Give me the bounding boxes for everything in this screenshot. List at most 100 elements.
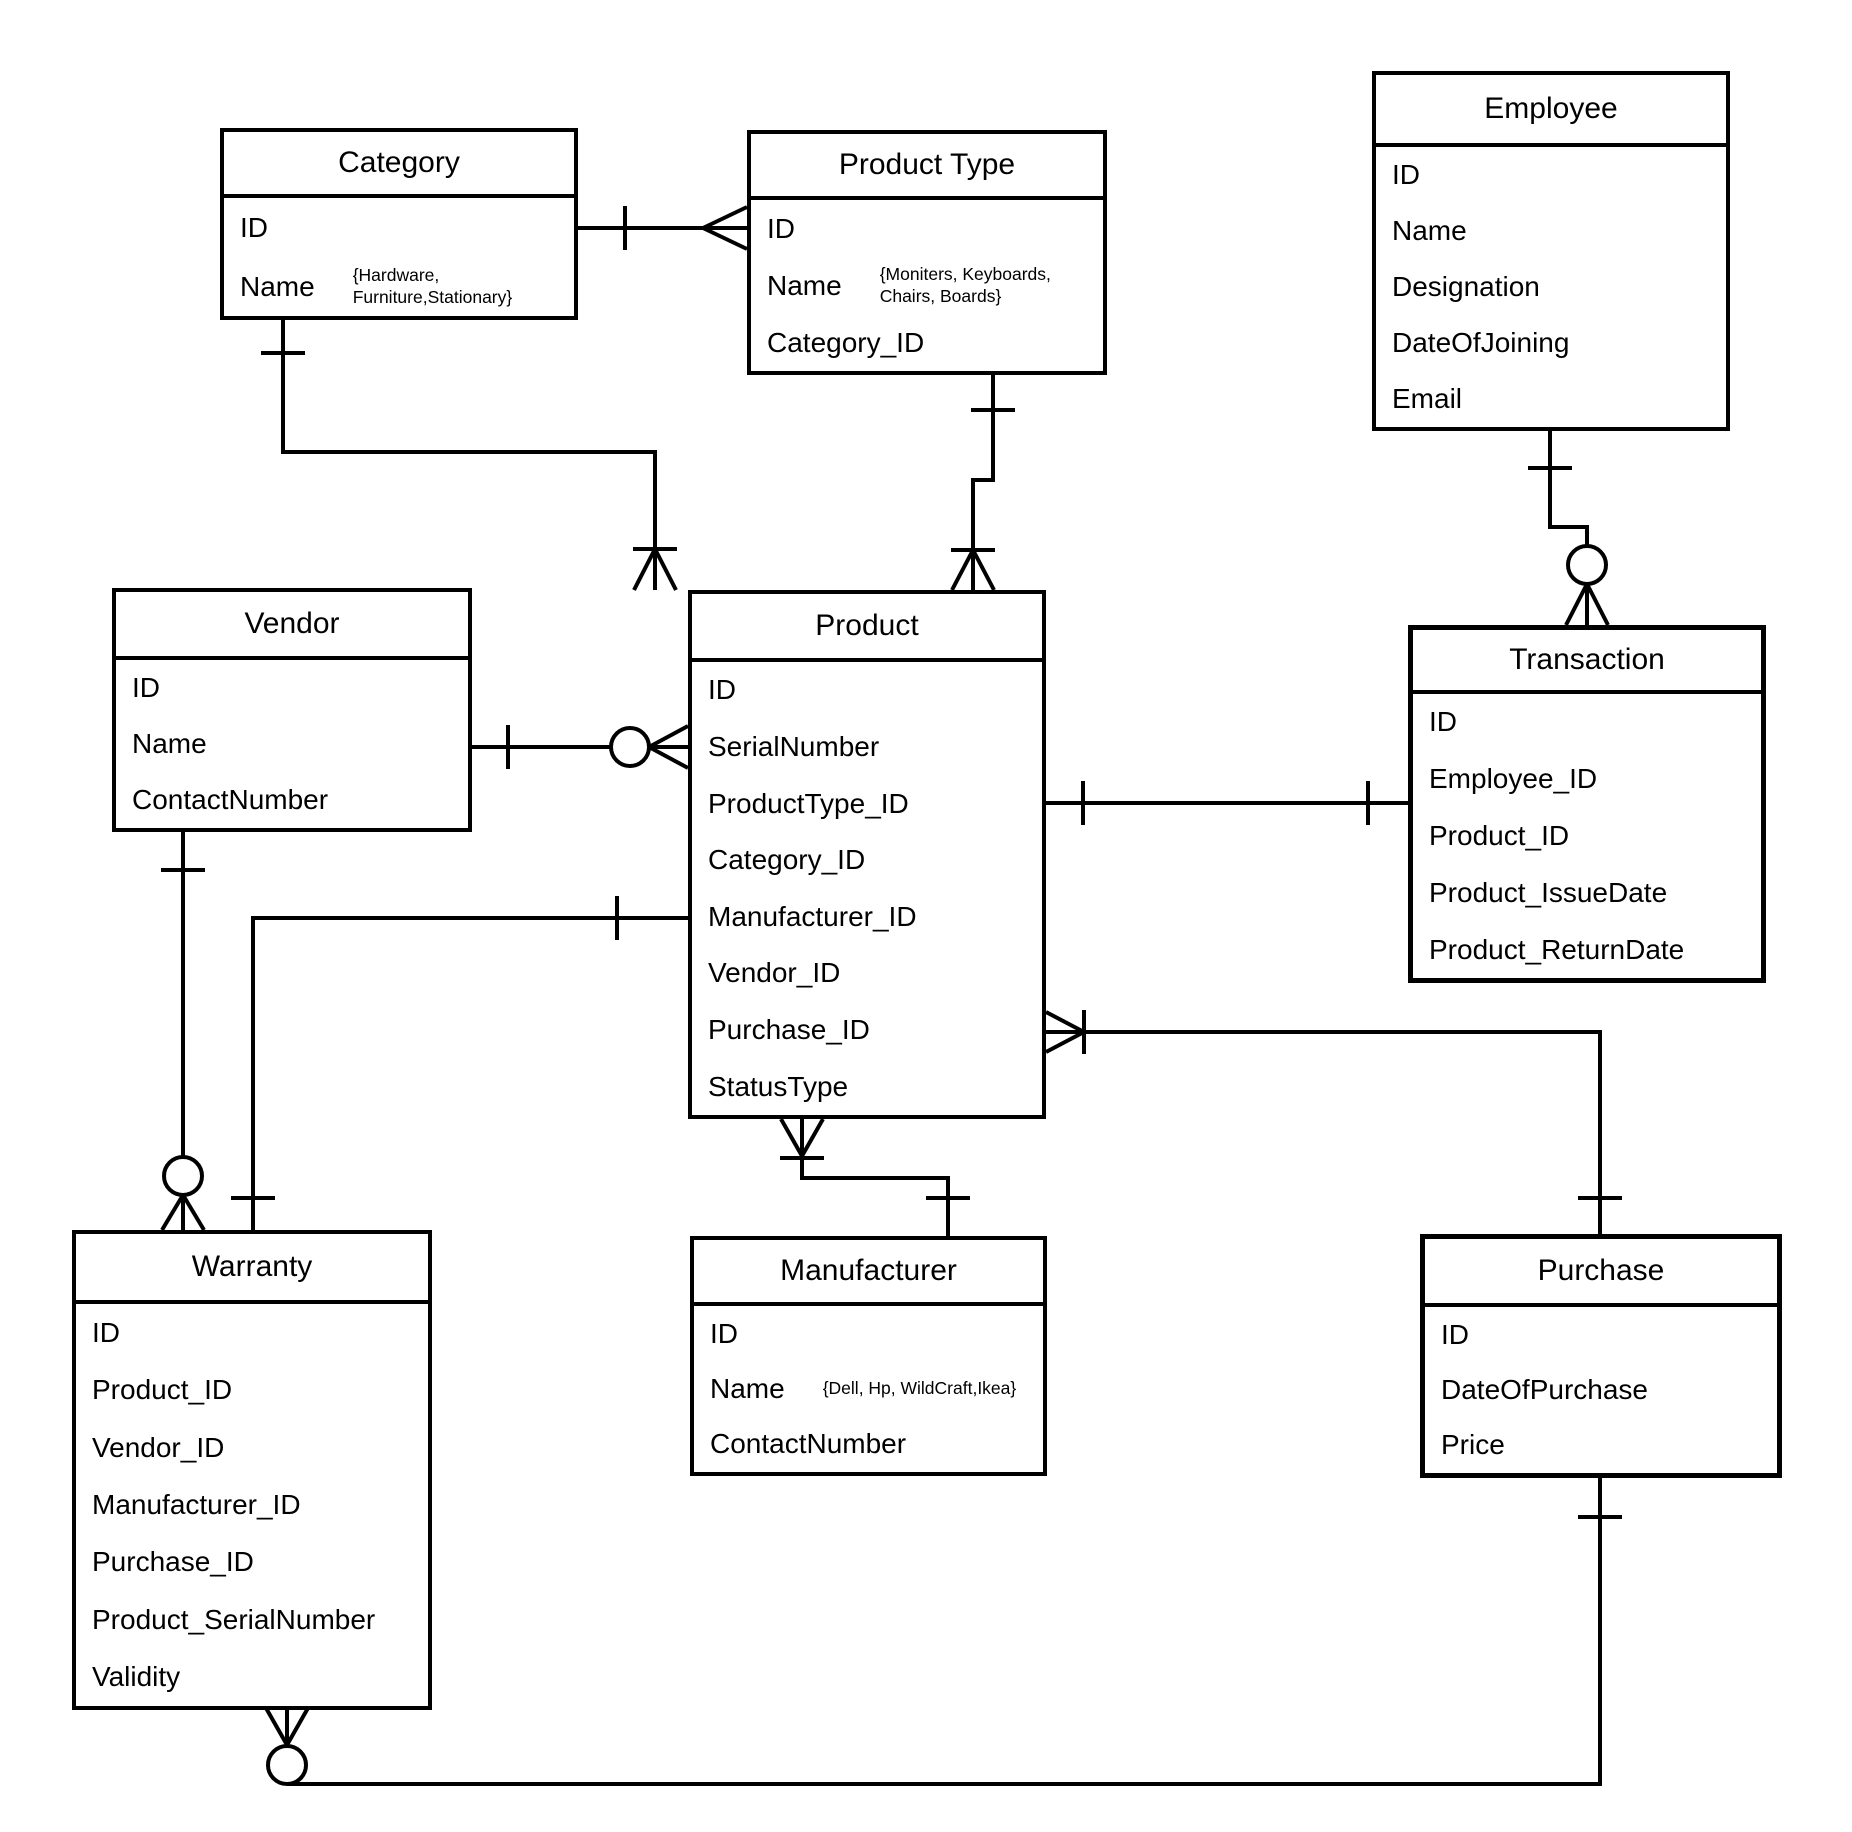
crow-foot-icon <box>632 548 657 591</box>
attribute-name: Price <box>1441 1429 1505 1461</box>
entity-attribute: Price <box>1425 1418 1777 1473</box>
entity-box-purchase: Purchase ID DateOfPurchase Price <box>1420 1234 1782 1478</box>
zero-circle-icon <box>1566 544 1608 586</box>
entity-attribute: DateOfJoining <box>1376 315 1726 371</box>
entity-box-vendor: Vendor ID Name ContactNumber <box>112 588 472 832</box>
entity-attribute-list: ID SerialNumber ProductType_ID Category_… <box>692 662 1042 1115</box>
entity-box-product-type: Product Type ID Name {Moniters, Keyboard… <box>747 130 1107 375</box>
entity-attribute: ID <box>692 662 1042 719</box>
entity-attribute: Name <box>1376 203 1726 259</box>
connector-employee-transaction <box>1528 431 1610 626</box>
attribute-note: {Moniters, Keyboards, Chairs, Boards} <box>879 263 1051 306</box>
entity-attribute: ID <box>76 1304 428 1361</box>
entity-attribute: Product_ID <box>76 1361 428 1418</box>
attribute-name: ID <box>708 674 736 706</box>
entity-attribute: ID <box>694 1306 1043 1361</box>
entity-attribute: Employee_ID <box>1413 751 1761 808</box>
connector-product-type-product <box>950 375 1015 591</box>
attribute-name: SerialNumber <box>708 730 880 762</box>
attribute-name: ID <box>132 672 160 703</box>
connector-product-purchase <box>1045 1010 1622 1234</box>
entity-box-warranty: Warranty ID Product_ID Vendor_ID Manufac… <box>72 1230 432 1710</box>
attribute-name: DateOfPurchase <box>1441 1373 1648 1405</box>
crow-foot-icon <box>1585 583 1610 626</box>
attribute-name: Designation <box>1392 271 1540 302</box>
crow-foot-icon <box>264 1707 289 1746</box>
crow-foot-icon <box>653 548 678 591</box>
crow-foot-icon <box>1045 1030 1085 1054</box>
entity-title: Warranty <box>76 1234 428 1304</box>
attribute-name: Product_SerialNumber <box>92 1603 376 1635</box>
attribute-name: ContactNumber <box>710 1428 907 1460</box>
entity-attribute: Manufacturer_ID <box>76 1476 428 1533</box>
entity-attribute: ID <box>751 200 1103 257</box>
attribute-name: Category_ID <box>767 326 925 358</box>
entity-attribute: ID <box>224 198 574 257</box>
entity-attribute: SerialNumber <box>692 719 1042 776</box>
crow-foot-icon <box>1045 1010 1085 1034</box>
attribute-note: {Hardware, Furniture,Stationary} <box>352 264 513 307</box>
entity-title: Purchase <box>1425 1239 1777 1307</box>
crow-foot-icon <box>648 724 689 749</box>
entity-attribute: DateOfPurchase <box>1425 1362 1777 1417</box>
attribute-name: Vendor_ID <box>708 957 841 989</box>
attribute-name: Manufacturer_ID <box>708 900 917 932</box>
attribute-name: StatusType <box>708 1070 849 1102</box>
entity-attribute: Purchase_ID <box>692 1002 1042 1059</box>
entity-attribute: Product_ReturnDate <box>1413 921 1761 978</box>
connector-vendor-product <box>472 724 689 770</box>
attribute-name: Name <box>710 1372 785 1404</box>
entity-title: Transaction <box>1413 630 1761 694</box>
entity-attribute-list: ID Name Designation DateOfJoining Email <box>1376 147 1726 427</box>
entity-attribute: Category_ID <box>692 832 1042 889</box>
connector-product-manufacturer <box>779 1118 970 1236</box>
entity-attribute-list: ID Name ContactNumber <box>116 660 468 828</box>
entity-attribute: Purchase_ID <box>76 1534 428 1591</box>
attribute-name: Purchase_ID <box>708 1014 870 1046</box>
connector-product-warranty <box>231 896 688 1230</box>
attribute-name: Email <box>1392 383 1463 414</box>
entity-attribute: ID <box>116 660 468 716</box>
entity-title: Product Type <box>751 134 1103 200</box>
entity-attribute: Name {Hardware, Furniture,Stationary} <box>224 257 574 316</box>
entity-title: Manufacturer <box>694 1240 1043 1306</box>
attribute-name: ID <box>92 1316 120 1348</box>
connector-vendor-warranty <box>160 832 206 1232</box>
attribute-name: Manufacturer_ID <box>92 1488 301 1520</box>
attribute-name: Name <box>240 270 315 302</box>
entity-attribute-list: ID DateOfPurchase Price <box>1425 1307 1777 1473</box>
entity-attribute: ID <box>1413 694 1761 751</box>
crow-foot-icon <box>648 745 689 770</box>
crow-foot-icon <box>702 205 748 230</box>
entity-attribute-list: ID Product_ID Vendor_ID Manufacturer_ID … <box>76 1304 428 1706</box>
attribute-name: ProductType_ID <box>708 787 909 819</box>
entity-attribute: Validity <box>76 1649 428 1706</box>
entity-box-product: Product ID SerialNumber ProductType_ID C… <box>688 590 1046 1119</box>
entity-title: Vendor <box>116 592 468 660</box>
attribute-name: ID <box>1392 159 1420 190</box>
entity-attribute: ProductType_ID <box>692 775 1042 832</box>
attribute-name: ID <box>1441 1318 1469 1350</box>
crow-foot-icon <box>800 1118 825 1157</box>
attribute-name: Vendor_ID <box>92 1431 225 1463</box>
attribute-name: Product_ID <box>1429 819 1570 851</box>
entity-box-transaction: Transaction ID Employee_ID Product_ID Pr… <box>1408 625 1766 983</box>
zero-circle-icon <box>266 1744 308 1786</box>
entity-attribute: ID <box>1376 147 1726 203</box>
entity-attribute: Designation <box>1376 259 1726 315</box>
entity-attribute: ContactNumber <box>694 1417 1043 1472</box>
entity-attribute: Category_ID <box>751 314 1103 371</box>
entity-title: Employee <box>1376 75 1726 147</box>
attribute-name: Product_ID <box>92 1374 233 1406</box>
attribute-name: Category_ID <box>708 844 866 876</box>
crow-foot-icon <box>285 1707 310 1746</box>
crow-foot-icon <box>702 226 748 251</box>
attribute-name: ID <box>710 1317 738 1349</box>
connector-category-product-type <box>578 205 748 251</box>
zero-circle-icon <box>609 726 651 768</box>
crow-foot-icon <box>160 1193 185 1232</box>
attribute-name: ContactNumber <box>132 784 329 815</box>
attribute-name: Validity <box>92 1661 181 1693</box>
entity-attribute: Name {Dell, Hp, WildCraft,Ikea} <box>694 1361 1043 1416</box>
